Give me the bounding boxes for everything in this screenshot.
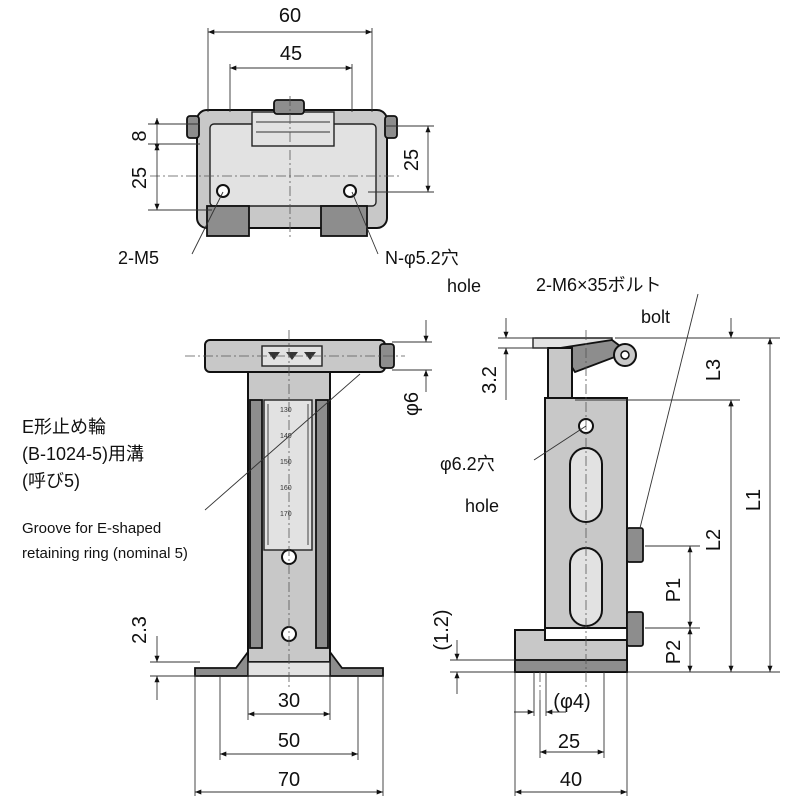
scale-mark-160: 160 (280, 485, 292, 492)
front-view-flange-left (194, 649, 249, 677)
dim-25-left-label: 25 (129, 167, 151, 189)
dim-25-side-label: 25 (558, 731, 580, 753)
dim-45-label: 45 (280, 43, 302, 65)
dim-30-label: 30 (278, 690, 300, 712)
front-view-scale-plate (263, 399, 313, 551)
label-groove-jp-1: E形止め輪 (22, 417, 106, 437)
front-view-rail-left (249, 399, 263, 649)
front-view: 130 140 150 160 170 E形止め輪 (B-1024-5)用溝 (… (22, 320, 432, 796)
dim-l2-label: L2 (703, 529, 725, 551)
dim-3-2-label: 3.2 (479, 366, 501, 394)
front-view-flange-right (329, 649, 384, 677)
top-view-foot-left (206, 205, 250, 237)
dim-50-label: 50 (278, 730, 300, 752)
dim-p2-label: P2 (663, 640, 685, 664)
dim-p1-label: P1 (663, 578, 685, 602)
side-view-bolt-lower (626, 611, 644, 647)
top-view-foot-right (320, 205, 368, 237)
top-view-latch-tab (273, 99, 305, 115)
scale-mark-130: 130 (280, 407, 292, 414)
top-view-latch (251, 111, 335, 147)
dim-25-right-label: 25 (401, 149, 423, 171)
label-hole-side: hole (465, 496, 499, 516)
label-groove-jp-2: (B-1024-5)用溝 (22, 444, 144, 464)
side-view-upper-post (547, 347, 573, 401)
label-bolt-jp: 2-M6×35ボルト (536, 275, 662, 295)
label-groove-en-2: retaining ring (nominal 5) (22, 545, 188, 562)
front-view-rail-right (315, 399, 329, 649)
dim-8-label: 8 (129, 130, 151, 141)
label-groove-jp-3: (呼び5) (22, 471, 80, 491)
dim-l3-label: L3 (703, 359, 725, 381)
label-hole-top: hole (447, 276, 481, 296)
label-2-m5: 2-M5 (118, 248, 159, 268)
label-bolt-en: bolt (641, 307, 670, 327)
top-view: 60 45 8 25 25 2-M5 N-φ5.2穴 hole (118, 5, 481, 296)
dim-70-label: 70 (278, 769, 300, 791)
top-view-pin-left (186, 115, 200, 139)
top-view-pin-right (384, 115, 398, 139)
dim-phi4-label: (φ4) (553, 691, 590, 713)
top-view-hole-right (343, 184, 357, 198)
scale-mark-140: 140 (280, 433, 292, 440)
scale-mark-170: 170 (280, 511, 292, 518)
top-view-hole-left (216, 184, 230, 198)
label-hole-phi: φ6.2穴 (440, 454, 495, 474)
dim-l1-label: L1 (743, 489, 765, 511)
side-view-bolt-upper (626, 527, 644, 563)
dim-40-label: 40 (560, 769, 582, 791)
label-n-hole: N-φ5.2穴 (385, 248, 459, 268)
dim-2-3-label: 2.3 (129, 616, 151, 644)
side-view: 2-M6×35ボルト bolt 3.2 φ6.2穴 hole (1.2) (φ4… (431, 275, 780, 796)
side-view-base-plate (514, 659, 628, 673)
scale-mark-150: 150 (280, 459, 292, 466)
dim-60-label: 60 (279, 5, 301, 27)
label-groove-en-1: Groove for E-shaped (22, 520, 161, 537)
dim-phi6-label: φ6 (401, 392, 423, 416)
dim-1-2-label: (1.2) (431, 609, 453, 650)
front-view-scale-ticks (267, 404, 309, 545)
